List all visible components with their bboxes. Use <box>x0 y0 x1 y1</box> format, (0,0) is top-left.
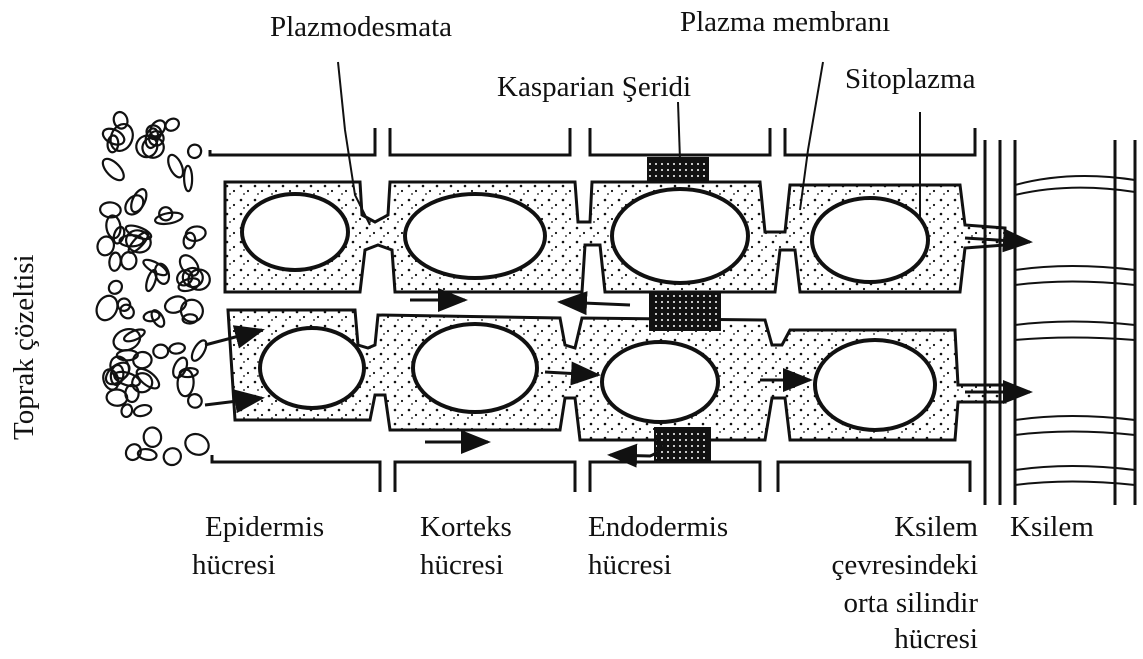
endodermis-lower-vacuole <box>602 342 718 422</box>
soil-particle <box>143 427 162 448</box>
soil-particle <box>132 351 152 370</box>
pericycle-lower-vacuole <box>815 340 935 430</box>
soil-particle <box>123 441 144 462</box>
casparian-strip-top <box>648 158 708 182</box>
soil-particle <box>118 302 137 321</box>
label-xylem: Ksilem <box>1010 510 1094 544</box>
soil-particle <box>177 369 194 396</box>
label-endodermis-1: Endodermis <box>588 510 728 544</box>
upper-cell-row <box>225 182 1005 292</box>
lower-cell-walls <box>212 455 970 492</box>
label-soil-solution: Toprak çözeltisi <box>8 254 41 440</box>
epidermis-lower-vacuole <box>260 328 364 408</box>
label-plasmodesmata: Plazmodesmata <box>270 10 452 44</box>
pericycle-upper-vacuole <box>812 198 928 282</box>
soil-particle <box>124 223 153 242</box>
casparian-strip-middle <box>650 294 720 330</box>
soil-particle <box>120 251 137 269</box>
soil-particle <box>122 192 147 218</box>
soil-particle <box>153 345 168 358</box>
soil-particle <box>112 110 130 130</box>
casparian-strip-bottom <box>655 428 710 462</box>
epidermis-upper-vacuole <box>242 194 348 270</box>
label-endodermis-2: hücresi <box>588 548 672 582</box>
soil-particles <box>93 110 212 468</box>
soil-particle <box>106 278 124 296</box>
label-pericycle-1: Ksilem <box>790 510 978 544</box>
label-cytoplasm: Sitoplazma <box>845 62 975 96</box>
endodermis-upper-vacuole <box>612 189 748 283</box>
label-casparian-strip: Kasparian Şeridi <box>497 70 691 104</box>
upper-cell-walls <box>210 128 975 155</box>
cortex-lower-vacuole <box>413 324 537 412</box>
soil-particle <box>176 252 202 280</box>
xylem-vessels <box>985 140 1135 505</box>
label-pericycle-4: hücresi <box>790 622 978 656</box>
flow-arrow <box>560 302 630 305</box>
soil-particle <box>93 292 122 323</box>
label-pericycle-2: çevresindeki <box>790 548 978 582</box>
label-cortex-2: hücresi <box>420 548 504 582</box>
soil-particle <box>144 269 158 292</box>
soil-particle <box>99 155 127 183</box>
soil-particle <box>169 342 186 354</box>
soil-particle <box>161 445 184 468</box>
lower-cell-row <box>228 310 1005 440</box>
cortex-upper-vacuole <box>405 194 545 278</box>
soil-particle <box>108 252 121 271</box>
soil-particle <box>163 116 181 133</box>
soil-particle <box>165 153 186 180</box>
label-pericycle-3: orta silindir <box>790 586 978 620</box>
soil-particle <box>184 166 192 192</box>
soil-particle <box>186 142 204 160</box>
label-epidermis-2: hücresi <box>192 548 276 582</box>
soil-particle <box>182 430 212 458</box>
label-cortex-1: Korteks <box>420 510 512 544</box>
soil-particle <box>189 338 209 363</box>
soil-particle <box>106 389 128 407</box>
label-epidermis-1: Epidermis <box>205 510 324 544</box>
soil-particle <box>133 403 153 418</box>
label-plasma-membrane: Plazma membranı <box>680 5 890 39</box>
soil-particle <box>163 294 189 316</box>
